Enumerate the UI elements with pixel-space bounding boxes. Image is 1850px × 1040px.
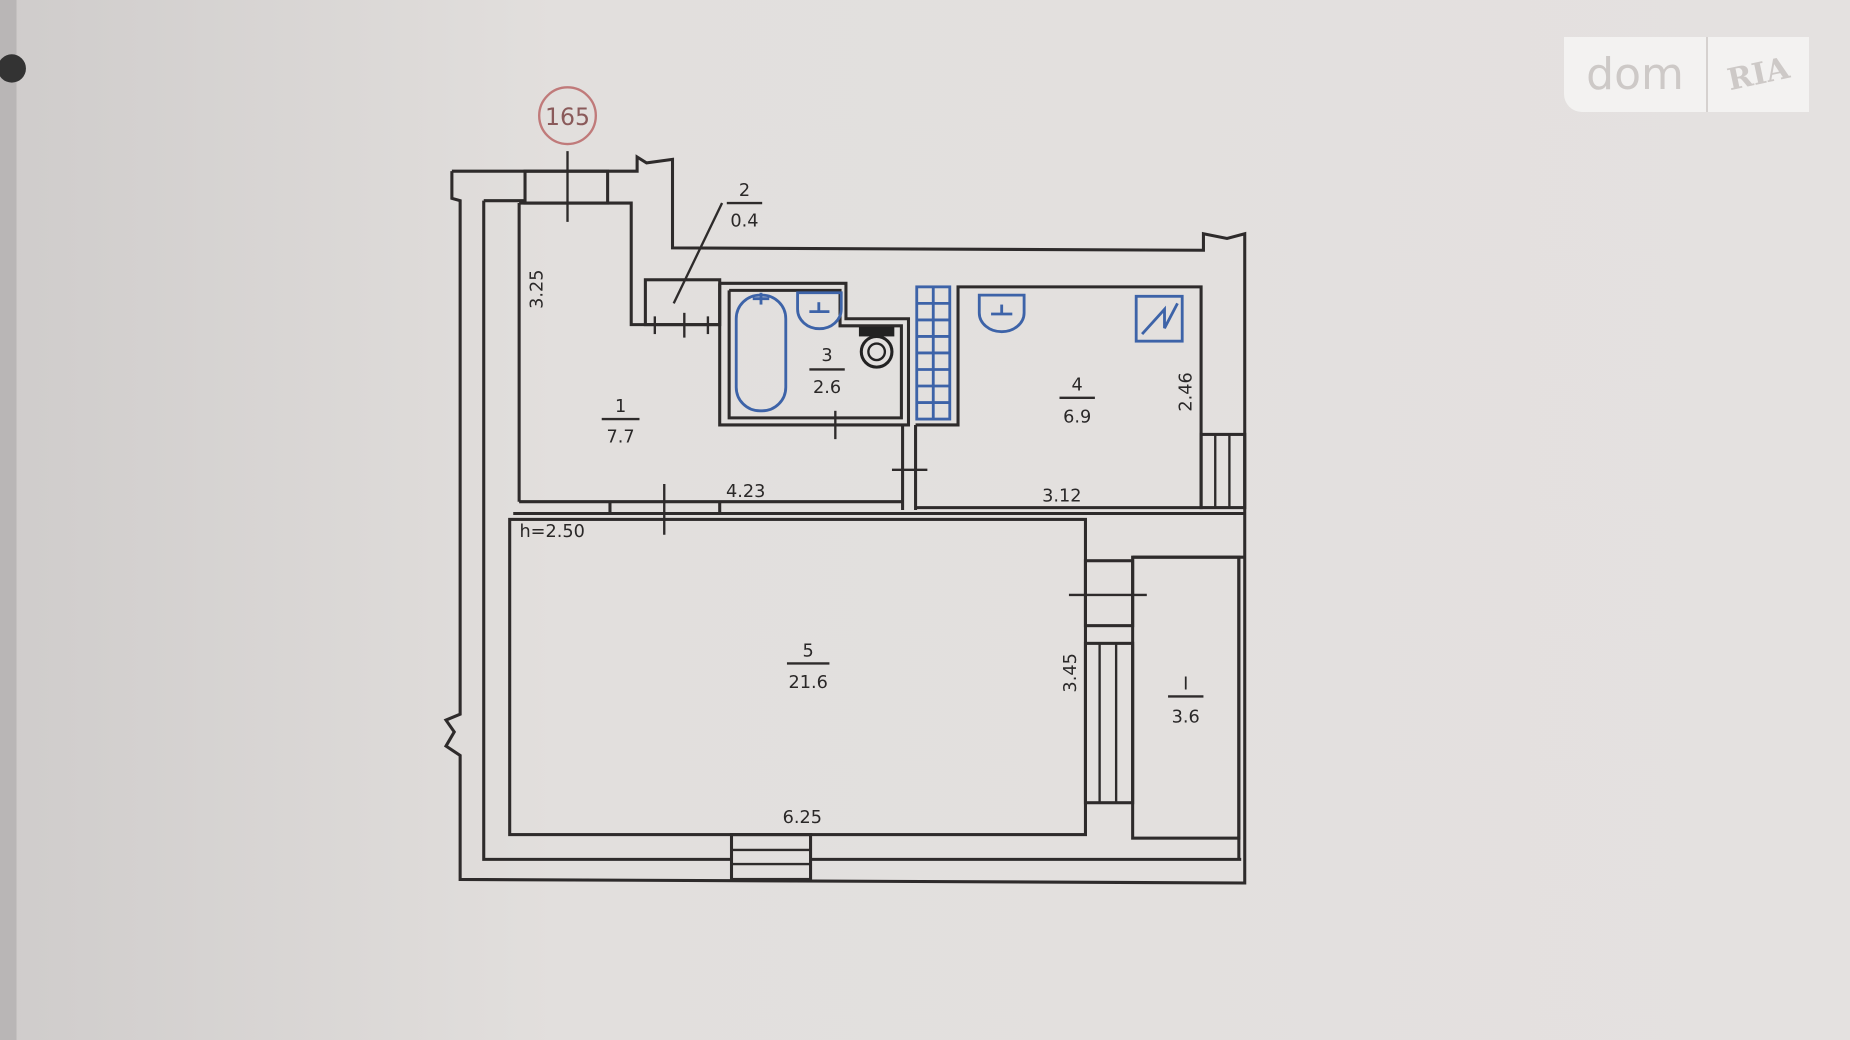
paper-edge (0, 0, 17, 1040)
kitchen-sink-icon (977, 293, 1026, 334)
svg-text:0.4: 0.4 (730, 212, 758, 232)
logo-ria-text: RIA (1724, 50, 1793, 99)
svg-text:3.6: 3.6 (1172, 707, 1200, 727)
ventilation-shaft-icon (915, 285, 952, 421)
dimension-label: 3.12 (1042, 487, 1081, 507)
building-marker: 165 (538, 86, 598, 146)
svg-text:3: 3 (821, 346, 832, 366)
svg-text:6.9: 6.9 (1063, 408, 1091, 428)
svg-text:5: 5 (803, 641, 814, 661)
stove-icon (1134, 294, 1184, 343)
binder-hole (0, 54, 26, 83)
domria-watermark-logo: dom RIA (1564, 37, 1809, 112)
svg-text:2: 2 (739, 181, 750, 201)
walls (443, 151, 1247, 885)
svg-text:7.7: 7.7 (607, 428, 635, 448)
balcony-label: I 3.6 (1168, 674, 1204, 727)
svg-text:I: I (1183, 674, 1188, 694)
room-4-label: 4 6.9 (1059, 376, 1095, 428)
dimension-label: 4.23 (726, 482, 765, 502)
room-5-label: 5 21.6 (786, 641, 830, 693)
svg-text:2.6: 2.6 (813, 378, 841, 398)
sink-icon (796, 291, 843, 331)
svg-text:1: 1 (615, 397, 626, 417)
svg-text:21.6: 21.6 (789, 673, 828, 693)
building-number: 165 (545, 103, 590, 131)
room-3-label: 3 2.6 (809, 346, 845, 398)
ceiling-height-label: h=2.50 (519, 522, 584, 542)
room-1-label: 1 7.7 (601, 397, 640, 448)
bathtub-icon (734, 292, 788, 413)
dimension-label: 3.45 (1061, 653, 1081, 692)
dimension-label: 3.25 (528, 270, 548, 309)
dimension-label: 2.46 (1177, 372, 1197, 411)
dimension-label: 6.25 (783, 808, 822, 828)
logo-dom-text: dom (1564, 37, 1708, 112)
svg-text:4: 4 (1072, 376, 1083, 396)
toilet-icon (858, 326, 895, 369)
room-2-label: 2 0.4 (726, 181, 763, 232)
